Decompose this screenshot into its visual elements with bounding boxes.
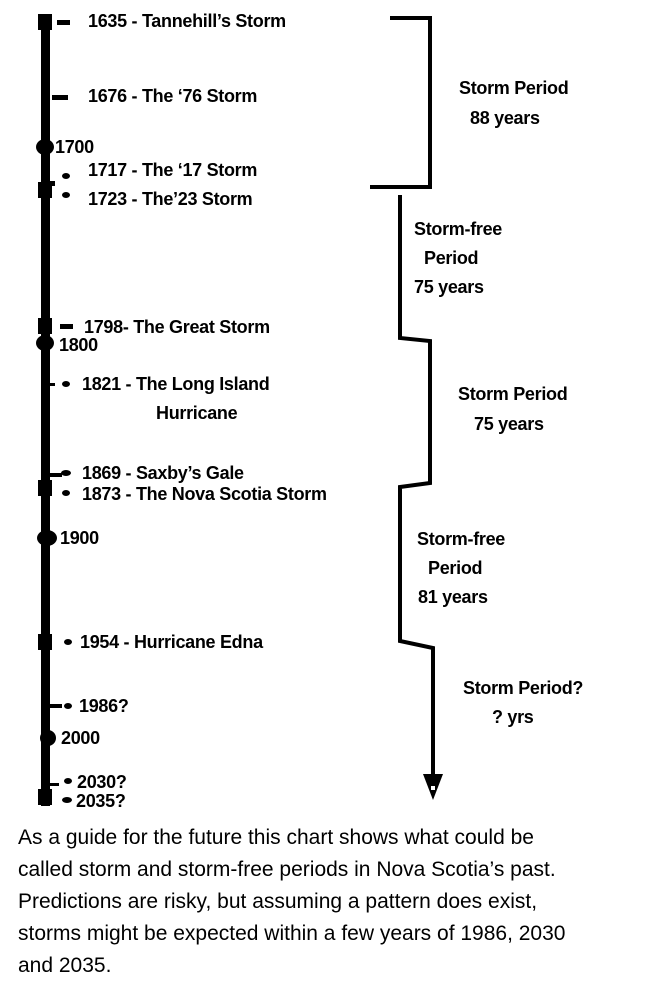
event-label: 1821 - The Long Island <box>82 374 270 394</box>
event-label: 1869 - Saxby’s Gale <box>82 463 244 483</box>
period-label: Period <box>428 558 483 578</box>
century-label: 2000 <box>61 728 100 748</box>
event-ticks <box>50 20 73 803</box>
storm-square-markers <box>38 14 52 805</box>
caption-line: As a guide for the future this chart sho… <box>18 826 534 849</box>
event-label: 1717 - The ‘17 Storm <box>88 160 258 180</box>
caption-paragraph: As a guide for the future this chart sho… <box>18 822 643 982</box>
century-circle-markers <box>36 139 57 746</box>
century-label: 1900 <box>60 528 99 548</box>
period-label: 88 years <box>470 108 540 128</box>
timeline-axis <box>41 14 50 806</box>
period-bracket-line <box>370 16 432 189</box>
period-bracket-line-2 <box>398 195 435 780</box>
caption-line: storms might be expected within a few ye… <box>18 922 566 945</box>
period-label: Storm Period? <box>463 678 584 698</box>
period-label: 75 years <box>414 277 484 297</box>
period-label: Storm Period <box>458 384 568 404</box>
caption-line: Predictions are risky, but assuming a pa… <box>18 890 538 913</box>
event-label: 1873 - The Nova Scotia Storm <box>82 484 327 504</box>
period-label: Storm-free <box>414 219 503 239</box>
caption-line: called storm and storm-free periods in N… <box>18 858 556 881</box>
century-label: 1800 <box>59 335 98 355</box>
period-label: 81 years <box>418 587 488 607</box>
event-label: 1954 - Hurricane Edna <box>80 632 263 652</box>
event-label: 1798- The Great Storm <box>84 317 270 337</box>
event-label: 2030? <box>77 772 127 792</box>
event-label: 1986? <box>79 696 129 716</box>
period-label: Storm-free <box>417 529 506 549</box>
event-label: 1676 - The ‘76 Storm <box>88 86 258 106</box>
event-label: 1723 - The’23 Storm <box>88 189 253 209</box>
caption-line: and 2035. <box>18 954 112 977</box>
event-label: Hurricane <box>156 403 238 423</box>
event-label: 2035? <box>76 791 126 811</box>
period-label: Period <box>424 248 479 268</box>
event-label: 1635 - Tannehill’s Storm <box>88 11 286 31</box>
period-label: Storm Period <box>459 78 569 98</box>
period-label: 75 years <box>474 414 544 434</box>
period-label: ? yrs <box>492 707 534 727</box>
century-label: 1700 <box>55 137 94 157</box>
